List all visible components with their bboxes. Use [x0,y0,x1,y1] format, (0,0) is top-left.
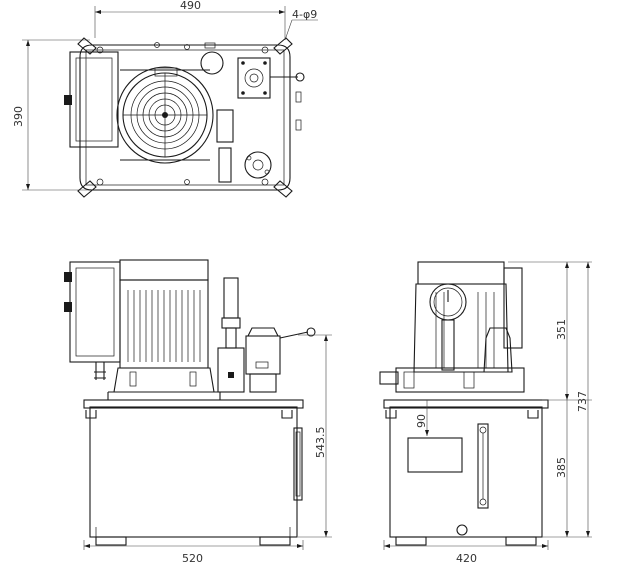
side-motor-fan [119,259,209,281]
end-fill-depth-label: 90 [415,414,428,428]
end-drain-plug [456,524,468,536]
end-view: 90 351 385 737 [379,261,592,565]
top-junction-box-inner [75,57,113,142]
top-valve-handle [295,72,305,82]
end-port-fitting [379,371,399,385]
end-hook-left [385,410,397,419]
top-view: 490 4-φ9 390 [12,0,318,198]
end-gauge-stem [441,319,455,371]
side-view: 543.5 520 [64,259,332,565]
top-valve-block [237,57,271,99]
side-foot-right [259,536,291,546]
side-tank-lid [83,399,304,409]
side-motor-base [113,367,215,393]
side-level-gauge [293,427,303,501]
side-valve-handle [306,327,316,337]
side-hook-left [85,410,97,419]
end-tank-lid [383,399,549,409]
top-bolt-holes [96,42,269,186]
top-cable-gland [64,95,72,105]
side-conduit [94,362,106,380]
end-sight-glass [477,423,489,509]
side-length-dimension: 520 [83,540,304,565]
side-tank-height-dimension: 543.5 [298,334,332,538]
end-overall-height-label: 737 [576,391,589,412]
top-plate-inner [85,49,285,186]
end-width-label: 420 [456,552,477,565]
top-depth-dimension: 390 [12,39,90,191]
end-motor-fan [417,261,505,285]
motor-fan-housing [116,66,214,164]
side-valve-base [249,373,277,393]
end-nameplate [407,437,463,473]
motor-nameplate [154,67,178,77]
side-foot-left [95,536,127,546]
end-foot-left [395,536,427,546]
side-pressure-gauge [223,277,239,319]
side-motor-fins [127,290,201,362]
end-pump-base [395,367,525,393]
top-pressure-gauge [216,109,234,143]
side-tank [89,406,298,538]
side-hook-right [281,410,293,419]
hole-note-leader: 4-φ9 [284,8,318,41]
side-gauge-block [217,347,245,393]
side-tank-height-label: 543.5 [314,427,327,459]
top-depth-label: 390 [12,106,25,127]
side-cable-gland-top [64,272,72,282]
end-tank-height-label: 385 [555,457,568,478]
end-motor-height-label: 351 [555,319,568,340]
top-width-dimension: 490 [94,0,286,38]
top-width-label: 490 [180,0,201,12]
end-fill-depth-dimension: 90 [415,400,429,436]
side-length-label: 520 [182,552,203,565]
end-tank [389,406,543,538]
end-valve-body [483,327,513,373]
end-vertical-dimensions: 351 385 737 [508,261,592,538]
side-cable-gland-bottom [64,302,72,312]
end-junction-box [503,267,523,349]
end-motor-fins [435,292,495,368]
top-junction-box [69,51,119,148]
top-return-filter [244,151,272,179]
hole-note-label: 4-φ9 [292,8,317,21]
end-hook-right [527,410,539,419]
corner-brackets [77,37,293,198]
side-junction-box [69,261,121,363]
top-plate-outline [79,44,291,191]
filler-cap [200,51,224,75]
end-foot-right [505,536,537,546]
end-width-dimension: 420 [383,540,549,565]
top-gauge-stem [218,147,232,183]
